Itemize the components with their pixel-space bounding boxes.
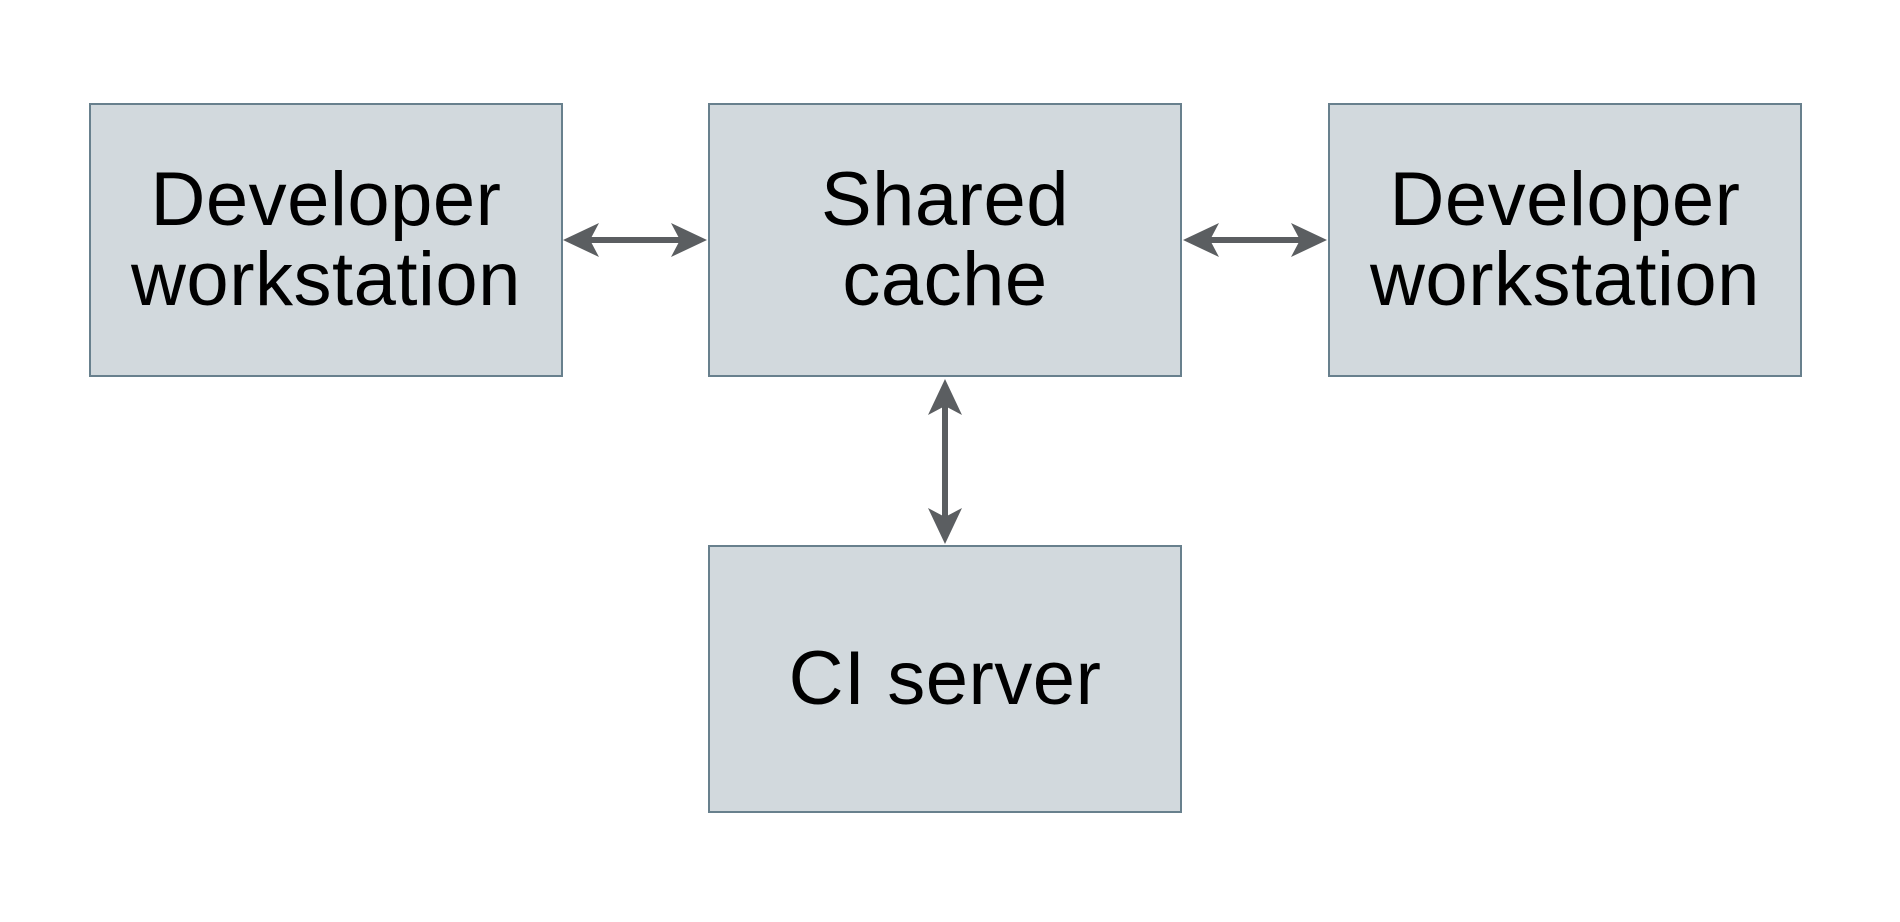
node-developer-workstation-left: Developer workstation	[89, 103, 563, 377]
node-developer-workstation-right-label: Developer workstation	[1370, 157, 1760, 322]
node-shared-cache: Shared cache	[708, 103, 1182, 377]
bidirectional-arrow-icon	[928, 379, 962, 544]
node-developer-workstation-left-label: Developer workstation	[131, 157, 521, 322]
node-ci-server-label: CI server	[788, 636, 1102, 722]
node-shared-cache-label: Shared cache	[820, 157, 1070, 322]
bidirectional-arrow-icon	[1183, 223, 1327, 257]
bidirectional-arrow-icon	[563, 223, 707, 257]
node-developer-workstation-right: Developer workstation	[1328, 103, 1802, 377]
node-ci-server: CI server	[708, 545, 1182, 813]
